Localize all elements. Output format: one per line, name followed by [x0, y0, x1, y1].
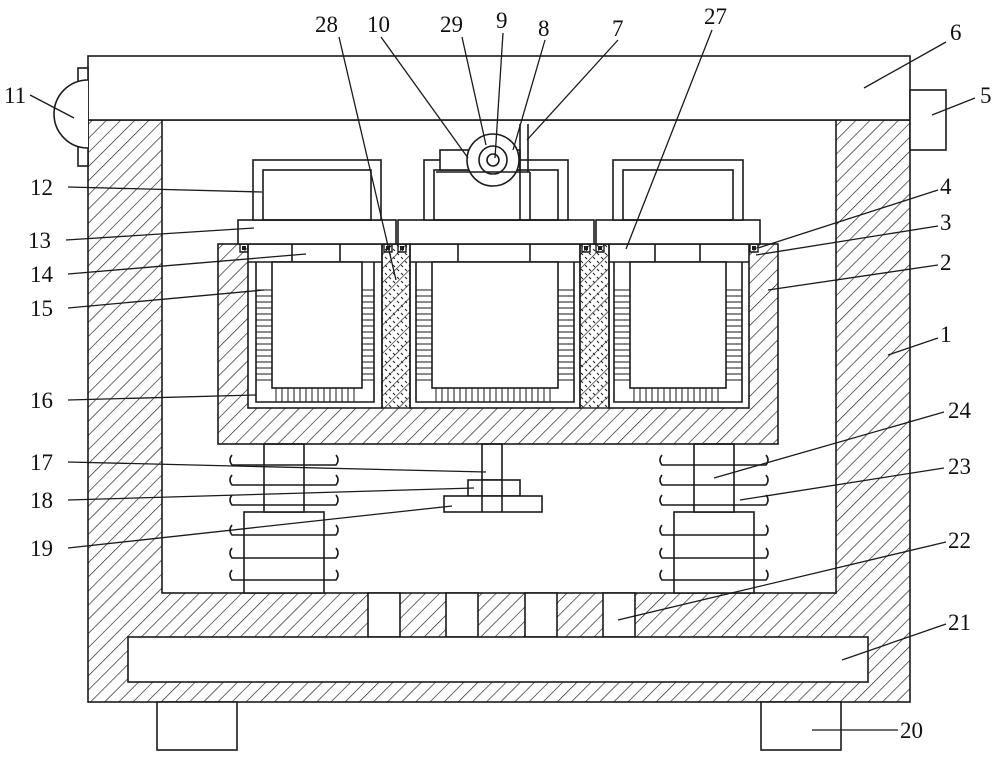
- inner-containers: [255, 261, 743, 403]
- center-bracket: [443, 443, 543, 513]
- left-side-knob: [53, 67, 89, 167]
- right-side-box: [909, 89, 947, 151]
- label-19: 19: [30, 536, 53, 561]
- label-12: 12: [30, 175, 53, 200]
- label-29: 29: [440, 12, 463, 37]
- label-3: 3: [940, 210, 952, 235]
- label-18: 18: [30, 488, 53, 513]
- label-17: 17: [30, 450, 53, 475]
- label-2: 2: [940, 250, 952, 275]
- label-9: 9: [496, 8, 508, 33]
- label-4: 4: [940, 174, 952, 199]
- motor-assembly: [436, 124, 531, 220]
- heating-elements: [256, 289, 742, 402]
- left-foot: [156, 701, 238, 751]
- right-foot: [760, 701, 842, 751]
- label-24: 24: [948, 398, 972, 423]
- bottom-chamber: [127, 636, 869, 683]
- label-22: 22: [948, 528, 971, 553]
- leader-lines: [29, 29, 976, 731]
- label-14: 14: [30, 262, 54, 287]
- label-10: 10: [367, 12, 390, 37]
- lid-plates: [237, 219, 761, 245]
- label-16: 16: [30, 388, 53, 413]
- label-11: 11: [4, 83, 26, 108]
- label-21: 21: [948, 610, 971, 635]
- label-7: 7: [612, 16, 624, 41]
- label-6: 6: [950, 20, 962, 45]
- reference-numerals: 11 12 13 14 15 16 17 18 19 28 10 29 9 8 …: [4, 4, 992, 743]
- label-13: 13: [28, 228, 51, 253]
- left-spring-assembly: [229, 443, 339, 594]
- label-28: 28: [315, 12, 338, 37]
- label-5: 5: [980, 83, 992, 108]
- label-8: 8: [538, 16, 550, 41]
- label-15: 15: [30, 296, 53, 321]
- label-1: 1: [940, 322, 952, 347]
- label-27: 27: [704, 4, 727, 29]
- label-20: 20: [900, 718, 923, 743]
- label-23: 23: [948, 454, 971, 479]
